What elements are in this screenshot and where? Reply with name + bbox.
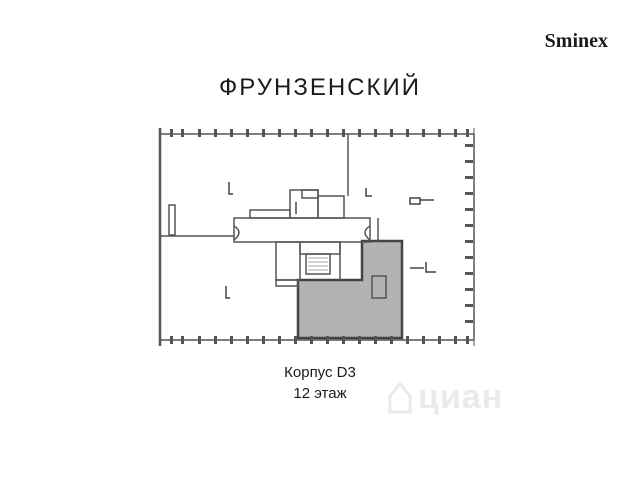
building-label: Корпус D3 <box>284 364 356 381</box>
floor-label: 12 этаж <box>293 385 347 402</box>
window-marks <box>170 129 473 344</box>
fixtures <box>225 182 436 299</box>
outer-walls <box>158 128 475 346</box>
sminex-logo: Sminex <box>544 30 608 52</box>
complex-name: ФРУНЗЕНСКИЙ <box>219 74 421 101</box>
interior-walls <box>160 134 387 299</box>
stair-hatching <box>308 257 328 271</box>
highlighted-apartment[interactable] <box>296 239 404 340</box>
